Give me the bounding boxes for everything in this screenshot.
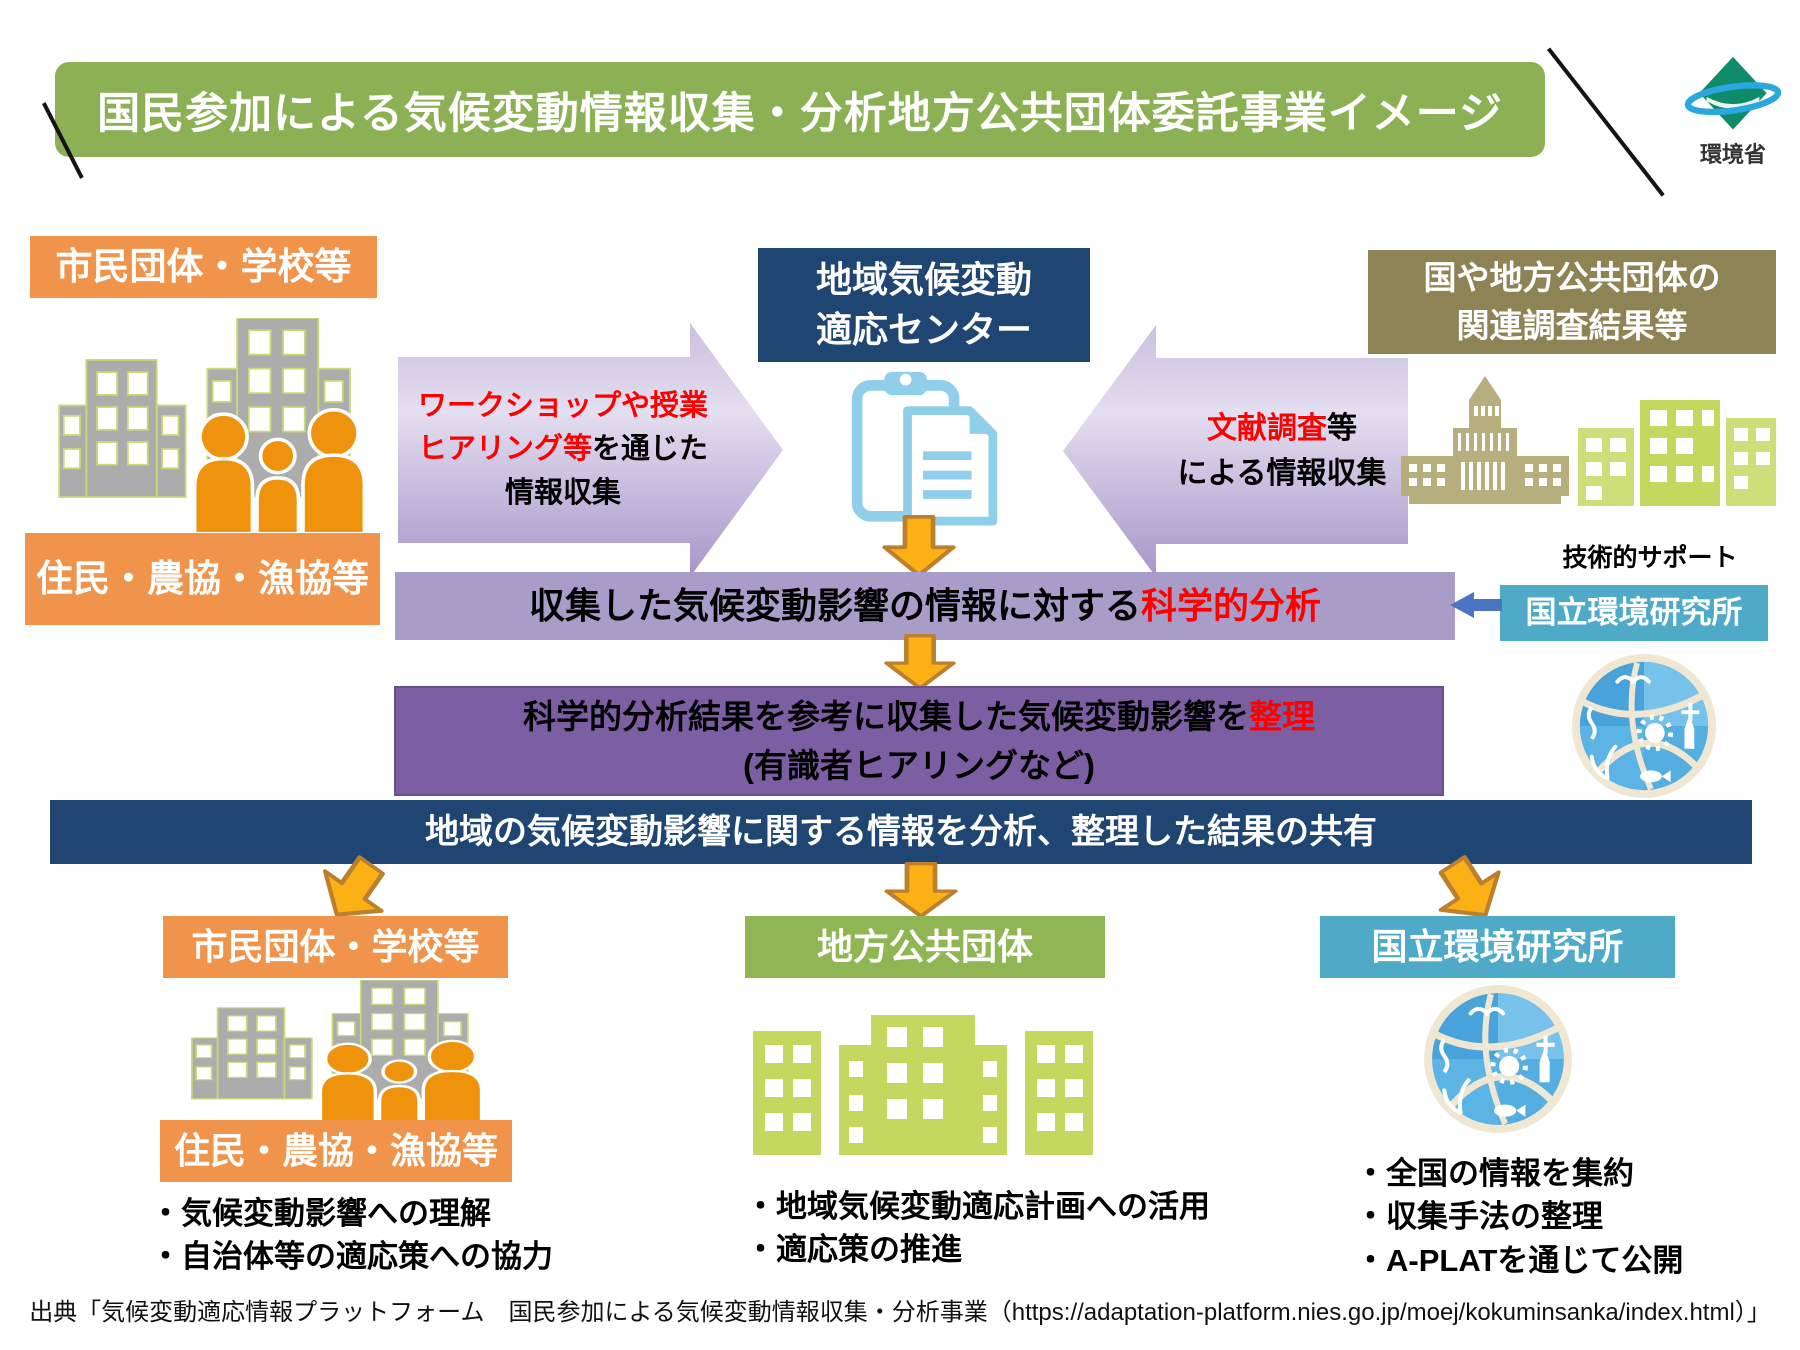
nies-globe-icon-bottom [1422, 983, 1574, 1135]
literature-arrow: 文献調査等 による情報収集 [1063, 325, 1408, 577]
support-left-arrow-icon [1450, 592, 1502, 618]
government-surveys-line2: 関連調査結果等 [1456, 307, 1688, 344]
analysis-bar: 収集した気候変動影響の情報に対する科学的分析 [395, 572, 1455, 640]
adaptation-center-line1: 地域気候変動 [815, 258, 1032, 300]
analysis-bar-red: 科学的分析 [1141, 585, 1322, 627]
share-results-bar: 地域の気候変動影響に関する情報を分析、整理した結果の共有 [50, 800, 1752, 864]
workshop-arrow-shape [398, 323, 783, 577]
citizens-buildings-people-icon-bottom [190, 980, 484, 1122]
nies-bullet-1: ・全国の情報を集約 [1355, 1156, 1634, 1191]
residents-label: 住民・農協・漁協等 [36, 557, 369, 599]
share-arrow-center-icon [882, 862, 960, 918]
workshop-text-red2: ヒアリング等 [417, 433, 592, 466]
literature-text-black: 等 [1327, 412, 1357, 445]
municipality-bullets: ・地域気候変動適応計画への活用 ・適応策の推進 [745, 1185, 1210, 1272]
nies-bullet-3: ・A-PLATを通じて公開 [1355, 1242, 1684, 1278]
adaptation-center-box: 地域気候変動 適応センター [758, 248, 1090, 362]
workshop-text-line3: 情報収集 [504, 476, 621, 509]
moe-logo-label: 環境省 [1699, 142, 1766, 167]
moe-logo-icon [1684, 56, 1782, 130]
nies-globe-icon-top [1570, 652, 1718, 800]
workshop-arrow: ワークショップや授業 ヒアリング等を通じた 情報収集 [398, 323, 783, 577]
municipality-buildings-icon [753, 1015, 1093, 1155]
workshop-text-black: を通じた [592, 433, 709, 466]
nies-bullet-2: ・収集手法の整理 [1355, 1199, 1603, 1235]
technical-support-text: 技術的サポート [1562, 544, 1738, 572]
title-banner: 国民参加による気候変動情報収集・分析地方公共団体委託事業イメージ [55, 62, 1545, 157]
clipboard-document-icon [851, 371, 998, 526]
municipality-bullet-2: ・適応策の推進 [745, 1232, 962, 1268]
share-results-label: 地域の気候変動影響に関する情報を分析、整理した結果の共有 [425, 812, 1377, 851]
source-citation: 出典「気候変動適応情報プラットフォーム 国民参加による気候変動情報収集・分析事業… [0, 1292, 1800, 1327]
literature-text-line2: による情報収集 [1177, 457, 1387, 490]
moe-logo: 環境省 [1678, 55, 1788, 169]
literature-arrow-shape [1063, 325, 1408, 577]
nies-box-bottom: 国立環境研究所 [1320, 916, 1675, 978]
citizens-groups-box-top: 市民団体・学校等 [30, 236, 377, 298]
nies-support-box: 国立環境研究所 [1500, 585, 1768, 641]
government-surveys-box: 国や地方公共団体の 関連調査結果等 [1368, 250, 1776, 354]
analysis-bar-black: 収集した気候変動影響の情報に対する [528, 585, 1141, 627]
technical-support-label: 技術的サポート [1520, 538, 1780, 574]
residents-bottom-label: 住民・農協・漁協等 [173, 1130, 498, 1172]
citizens-bullets: ・気候変動影響への理解 ・自治体等の適応策への協力 [150, 1192, 553, 1279]
organize-box-line2: (有識者ヒアリングなど) [743, 747, 1095, 784]
parliament-building-icon [1401, 376, 1569, 504]
organize-box: 科学的分析結果を参考に収集した気候変動影響を整理 (有識者ヒアリングなど) [394, 686, 1444, 796]
organize-box-black: 科学的分析結果を参考に収集した気候変動影響を [523, 697, 1249, 735]
residents-box-top: 住民・農協・漁協等 [25, 533, 380, 625]
government-surveys-line1: 国や地方公共団体の [1423, 259, 1721, 297]
citizens-buildings-people-icon [57, 318, 367, 532]
literature-arrow-text: 文献調査等 による情報収集 [1159, 358, 1405, 544]
literature-text-red: 文献調査 [1207, 412, 1327, 445]
citizens-bullet-2: ・自治体等の適応策への協力 [150, 1239, 553, 1275]
municipality-bullet-1: ・地域気候変動適応計画への活用 [745, 1189, 1210, 1224]
decorative-slash-right [1547, 47, 1665, 197]
citizens-bullet-1: ・気候変動影響への理解 [150, 1196, 491, 1231]
adaptation-center-line2: 適応センター [815, 309, 1032, 350]
nies-bullets: ・全国の情報を集約 ・収集手法の整理 ・A-PLATを通じて公開 [1355, 1152, 1683, 1282]
organize-box-red: 整理 [1249, 697, 1315, 735]
citizens-groups-bottom-label: 市民団体・学校等 [191, 926, 480, 968]
down-arrow-to-organize-icon [882, 634, 958, 690]
page-title: 国民参加による気候変動情報収集・分析地方公共団体委託事業イメージ [97, 89, 1503, 138]
citizens-groups-label: 市民団体・学校等 [55, 245, 352, 287]
down-arrow-to-analysis-icon [880, 515, 958, 577]
residents-box-bottom: 住民・農協・漁協等 [160, 1120, 512, 1182]
source-citation-text: 出典「気候変動適応情報プラットフォーム 国民参加による気候変動情報収集・分析事業… [29, 1299, 1771, 1326]
green-buildings-icon-top [1578, 400, 1776, 506]
workshop-text-red1: ワークショップや授業 [417, 389, 708, 422]
municipality-box: 地方公共団体 [745, 916, 1105, 978]
nies-support-label: 国立環境研究所 [1525, 594, 1743, 630]
workshop-arrow-text: ワークショップや授業 ヒアリング等を通じた 情報収集 [398, 357, 728, 543]
nies-bottom-label: 国立環境研究所 [1371, 926, 1624, 968]
citizens-groups-box-bottom: 市民団体・学校等 [163, 916, 508, 978]
municipality-label: 地方公共団体 [816, 926, 1033, 968]
